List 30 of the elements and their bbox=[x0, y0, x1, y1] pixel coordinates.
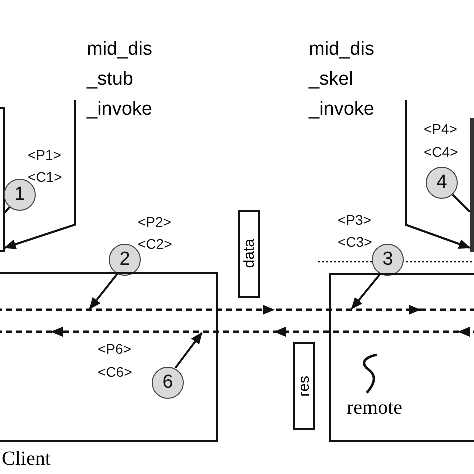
function-name: mid_dis _skel _invoke bbox=[309, 38, 376, 122]
leader-line bbox=[174, 332, 203, 369]
port-label: <P4> bbox=[424, 121, 458, 137]
port-label: <P3> bbox=[338, 212, 372, 228]
number-circle: 4 bbox=[426, 167, 458, 199]
message-box bbox=[238, 210, 260, 298]
remote-box bbox=[329, 273, 474, 442]
port-label: <P2> bbox=[138, 214, 172, 230]
port-label: <P6> bbox=[98, 341, 132, 357]
box-label: data bbox=[240, 239, 258, 269]
leader-line bbox=[89, 274, 118, 310]
box-label: res bbox=[296, 376, 312, 396]
message-box bbox=[293, 342, 315, 430]
port-label: <C2> bbox=[138, 236, 172, 252]
port-label: <P1> bbox=[28, 147, 62, 163]
bracket-arrow bbox=[405, 100, 471, 249]
port-label: <C4> bbox=[424, 144, 458, 160]
port-label: <C3> bbox=[338, 234, 372, 250]
leader-line bbox=[4, 206, 11, 214]
remote-label: remote bbox=[347, 397, 403, 420]
bracket-arrow bbox=[4, 100, 76, 250]
function-name: mid_dis _stub _invoke bbox=[87, 38, 154, 122]
port-label: <C6> bbox=[98, 364, 132, 380]
number-circle: 3 bbox=[372, 244, 404, 276]
client-label: Client bbox=[2, 448, 51, 471]
leader-line bbox=[452, 194, 471, 213]
dashed-flow-arrow bbox=[0, 305, 474, 315]
leader-line bbox=[351, 273, 382, 310]
number-circle: 6 bbox=[152, 367, 184, 399]
dashed-flow-arrow bbox=[0, 327, 474, 337]
